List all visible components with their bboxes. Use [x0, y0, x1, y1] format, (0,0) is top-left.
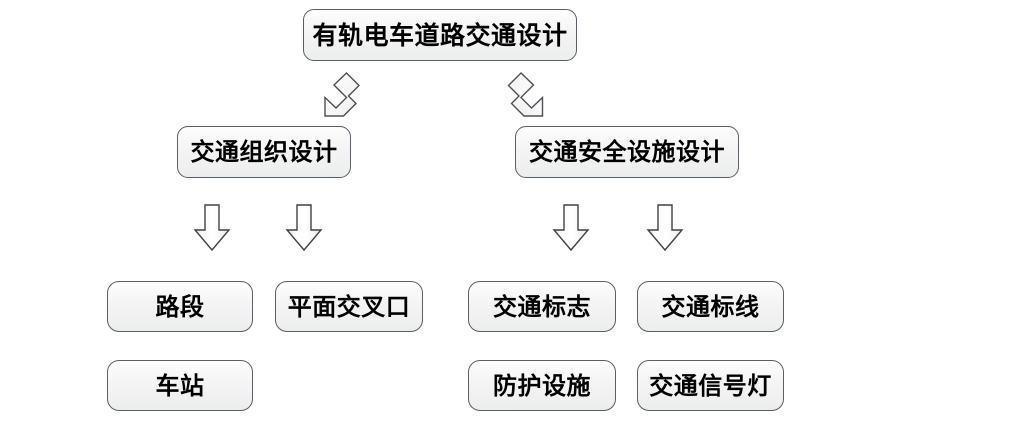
arrow-down-icon [192, 203, 232, 253]
node-traffic-signal-light: 交通信号灯 [637, 360, 784, 411]
node-traffic-marking: 交通标线 [637, 281, 784, 332]
arrow-down-icon [551, 203, 591, 253]
node-traffic-safety-facility-design: 交通安全设施设计 [515, 126, 739, 178]
node-traffic-sign: 交通标志 [468, 281, 616, 332]
node-road-section: 路段 [107, 281, 253, 332]
arrow-down-icon [645, 203, 685, 253]
arrow-down-left-icon [313, 71, 361, 121]
node-traffic-organization-design: 交通组织设计 [177, 126, 351, 178]
arrow-down-icon [284, 203, 324, 253]
node-protective-facility: 防护设施 [468, 360, 616, 411]
node-root: 有轨电车道路交通设计 [303, 9, 577, 61]
node-station: 车站 [107, 360, 253, 411]
node-at-grade-intersection: 平面交叉口 [275, 281, 423, 332]
arrow-down-right-icon [505, 71, 557, 121]
